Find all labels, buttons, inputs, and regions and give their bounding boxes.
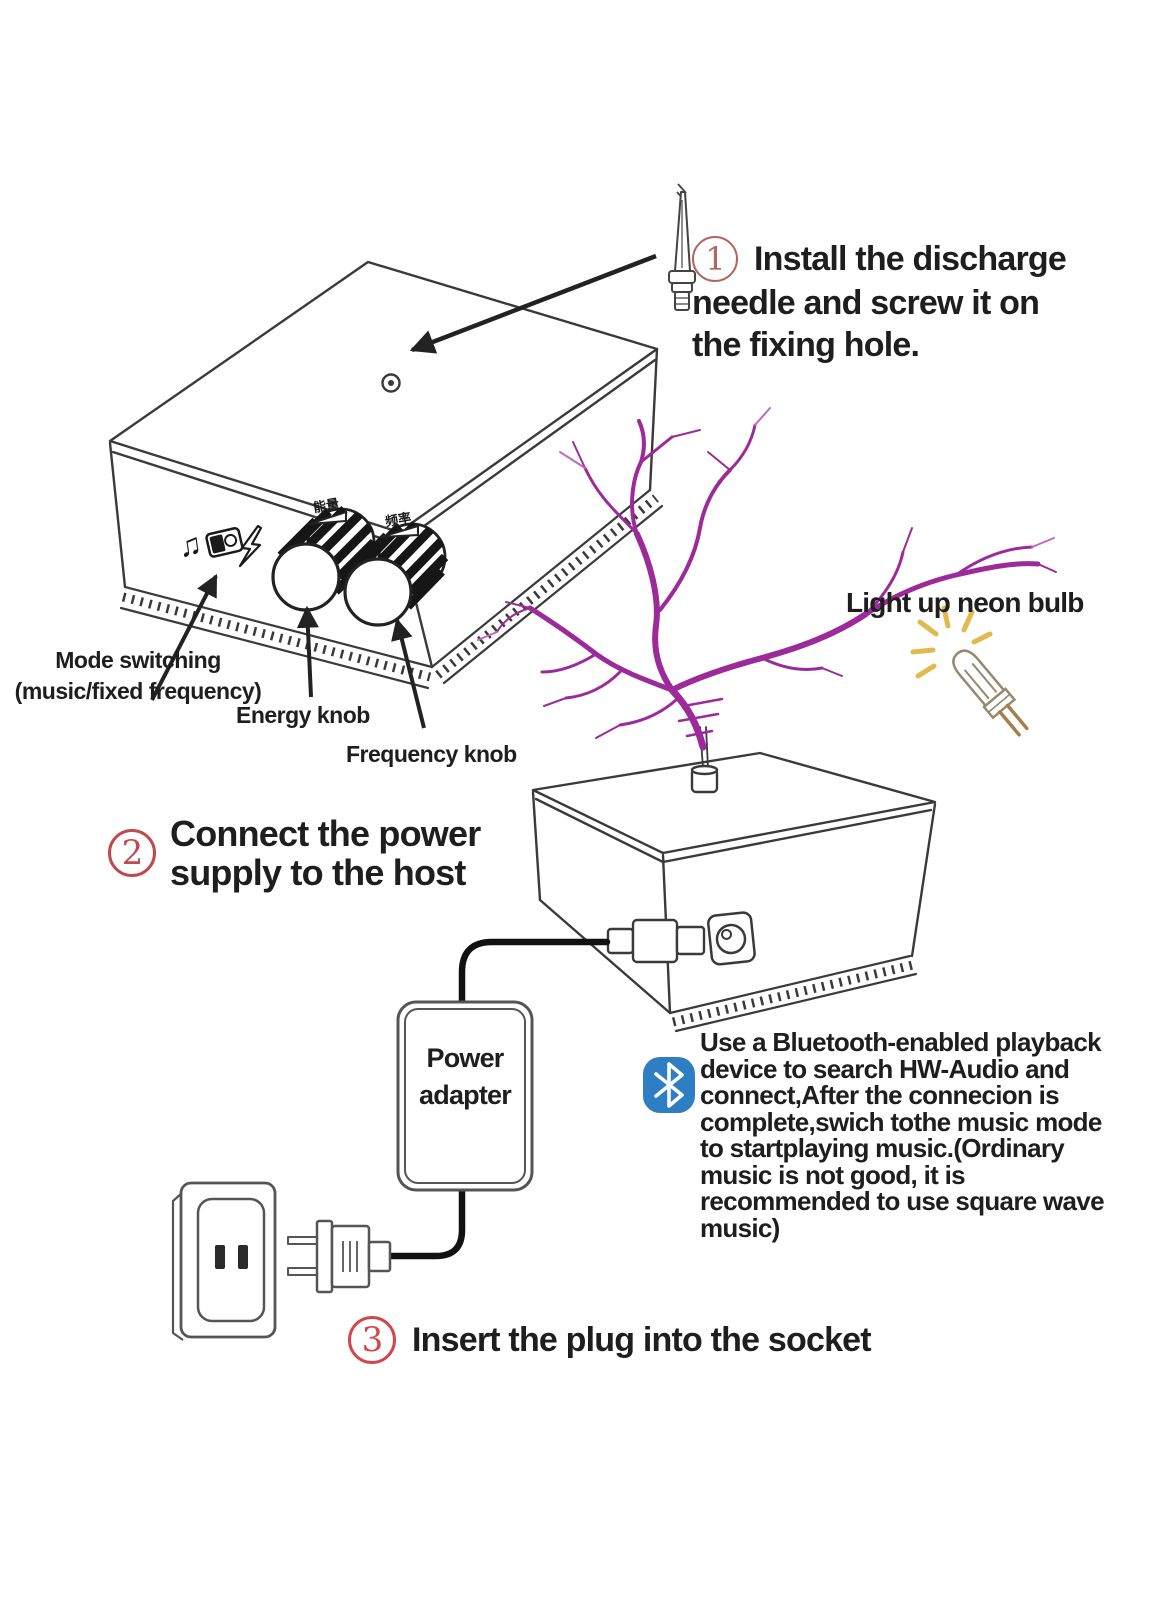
step-1-line: needle and screw it on (692, 284, 1040, 322)
frequency-knob-arrow (391, 617, 426, 729)
bt-line: connect,After the connecion is (700, 1080, 1060, 1110)
tesla-discharge (477, 407, 1057, 751)
step-1-line: the fixing hole. (692, 326, 920, 364)
bt-line: recommended to use square wave (700, 1186, 1105, 1216)
frequency-knob-label: Frequency knob (346, 741, 517, 767)
step-2-line: Connect the power (170, 813, 481, 854)
discharge-needle-icon (668, 183, 696, 311)
step-3: 3 Insert the plug into the socket (348, 1316, 872, 1364)
step-3-line: Insert the plug into the socket (412, 1321, 872, 1359)
music-note-icon: ♫ (176, 526, 204, 564)
bt-line: music) (700, 1212, 780, 1243)
needle-electrode (690, 726, 719, 794)
wall-socket-illustration (171, 1181, 277, 1341)
bt-line: Use a Bluetooth-enabled playback (700, 1027, 1102, 1057)
bluetooth-note: Use a Bluetooth-enabled playback device … (700, 1027, 1105, 1243)
energy-knob-label: Energy knob (236, 702, 370, 728)
dc-jack (707, 911, 756, 966)
step-1-line: Install the discharge (754, 240, 1067, 278)
step-2-number: 2 (108, 829, 156, 877)
lightning-bolt-icon (238, 524, 263, 568)
step-2: 2 Connect the power supply to the host (108, 813, 481, 893)
energy-knob-marking: 能量 (312, 496, 340, 515)
power-adapter-label: Power adapter (419, 1043, 512, 1110)
step-1: 1 Install the discharge needle and screw… (692, 236, 1067, 366)
mode-switch-icon (205, 527, 244, 558)
mode-icons: ♫ (176, 524, 263, 568)
frequency-pointer-wedge (380, 524, 419, 538)
bluetooth-icon (643, 1057, 695, 1113)
step-3-number: 3 (348, 1316, 396, 1364)
power-cable-upper (458, 938, 611, 1008)
power-plug-illustration (287, 1219, 392, 1294)
energy-knob-arrow (296, 605, 319, 698)
neon-bulb-label: Light up neon bulb (846, 587, 1084, 618)
mode-switch-arrow (150, 574, 218, 701)
main-device-illustration (108, 260, 664, 690)
power-adapter-illustration (396, 1000, 534, 1192)
step-2-line: supply to the host (170, 852, 466, 893)
energy-pointer-wedge (308, 510, 347, 525)
dc-plug (606, 918, 706, 964)
bt-line: device to search HW-Audio and (700, 1053, 1070, 1084)
power-cable-lower (386, 1184, 466, 1260)
bt-line: to startplaying music.(Ordinary (700, 1133, 1065, 1163)
fixing-hole (381, 373, 401, 393)
mode-switching-label: Mode switching (music/fixed frequency) (14, 647, 262, 704)
step-1-number: 1 (692, 236, 738, 282)
bt-line: music is not good, it is (700, 1159, 966, 1190)
bt-line: complete,swich tothe music mode (700, 1106, 1102, 1137)
frequency-knob-illustration (343, 521, 449, 627)
frequency-knob-marking: 频率 (384, 510, 412, 529)
energy-knob-illustration (271, 506, 378, 612)
neon-bulb-icon (910, 605, 1029, 737)
install-arrow (409, 253, 657, 354)
host-device-illustration (531, 726, 937, 1033)
